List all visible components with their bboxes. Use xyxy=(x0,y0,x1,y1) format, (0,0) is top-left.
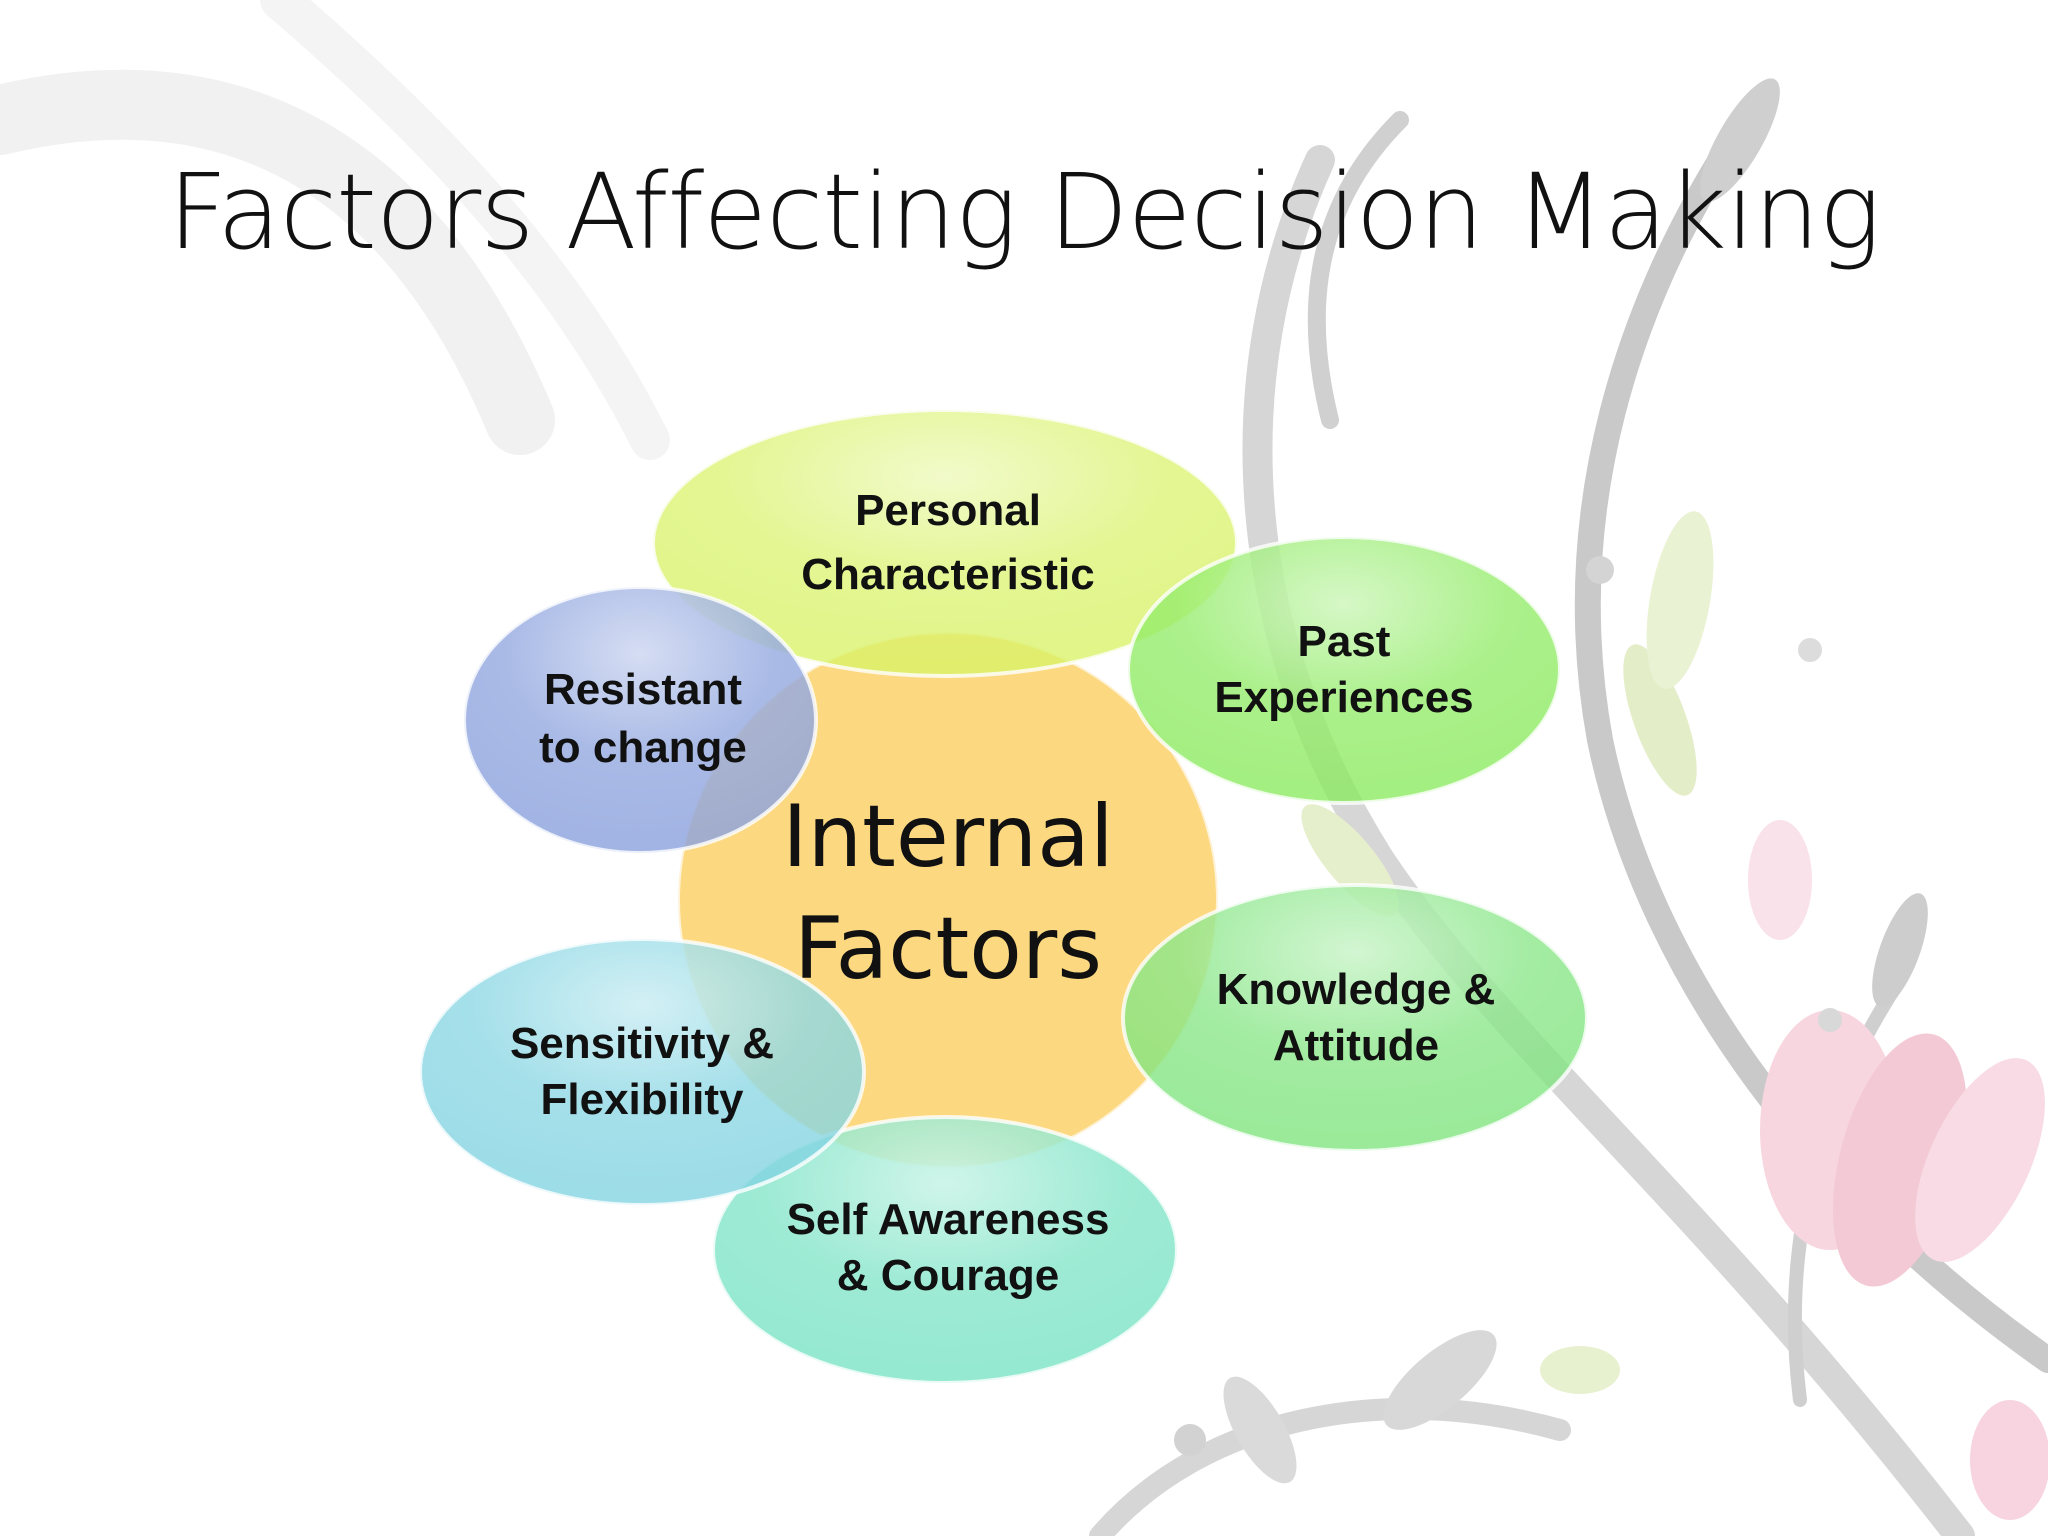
petal-knowledge-attitude: Knowledge & Attitude xyxy=(1121,883,1589,1153)
petal-gloss xyxy=(1123,885,1587,1151)
pink-flower-bud xyxy=(1970,1400,2048,1520)
leaf-shape xyxy=(1872,893,1928,1007)
small-blossom xyxy=(1586,556,1614,584)
petal-label-line-1: Resistant xyxy=(544,665,742,714)
center-label-line-1: Internal xyxy=(782,787,1113,887)
petal-gloss xyxy=(464,587,816,853)
petal-label-line-2: Experiences xyxy=(1214,673,1473,722)
petal-label-line-1: Sensitivity & xyxy=(510,1019,774,1068)
leaf-shape xyxy=(1383,1330,1497,1430)
petal-gloss xyxy=(1128,537,1560,803)
petal-label-line-1: Personal xyxy=(855,486,1041,535)
petal-label-line-1: Knowledge & xyxy=(1217,965,1496,1014)
pink-flower-petal xyxy=(1915,1058,2045,1262)
leaf-shape xyxy=(1223,1376,1297,1484)
petal-sensitivity-flexibility: Sensitivity & Flexibility xyxy=(418,937,866,1207)
petal-gloss xyxy=(420,939,864,1205)
pink-flower-bud xyxy=(1748,820,1812,940)
small-blossom xyxy=(1798,638,1822,662)
background-swirl-top xyxy=(260,0,670,460)
leaf-shape xyxy=(1700,78,1780,202)
petal-self-awareness-courage: Self Awareness & Courage xyxy=(711,1115,1179,1385)
petal-resistant-to-change: Resistant to change xyxy=(462,585,818,855)
petal-personal-characteristic: Personal Characteristic xyxy=(651,408,1239,678)
petal-label-line-2: Characteristic xyxy=(801,550,1094,599)
vine-stem-third xyxy=(1307,111,1409,429)
background-swirl-left xyxy=(0,69,555,455)
petal-label-line-1: Self Awareness xyxy=(787,1195,1110,1244)
petal-gloss xyxy=(713,1117,1177,1383)
center-label-line-2: Factors xyxy=(794,899,1102,999)
petal-label-line-2: Attitude xyxy=(1273,1021,1439,1070)
petal-label-line-2: Flexibility xyxy=(541,1075,744,1124)
petal-label-line-1: Past xyxy=(1298,617,1391,666)
leaf-shape xyxy=(1623,644,1697,796)
small-blossom xyxy=(1818,1008,1842,1032)
vine-stem-bottom xyxy=(1089,1397,1571,1536)
slide-title: Factors Affecting Decision Making xyxy=(167,151,1881,273)
petal-label-line-2: & Courage xyxy=(837,1251,1059,1300)
petal-gloss xyxy=(653,410,1237,676)
leaf-shape xyxy=(1646,511,1714,689)
petal-label-line-2: to change xyxy=(539,723,747,772)
leaf-shape xyxy=(1540,1346,1620,1394)
small-blossom xyxy=(1174,1424,1206,1456)
petal-past-experiences: Past Experiences xyxy=(1126,535,1562,805)
